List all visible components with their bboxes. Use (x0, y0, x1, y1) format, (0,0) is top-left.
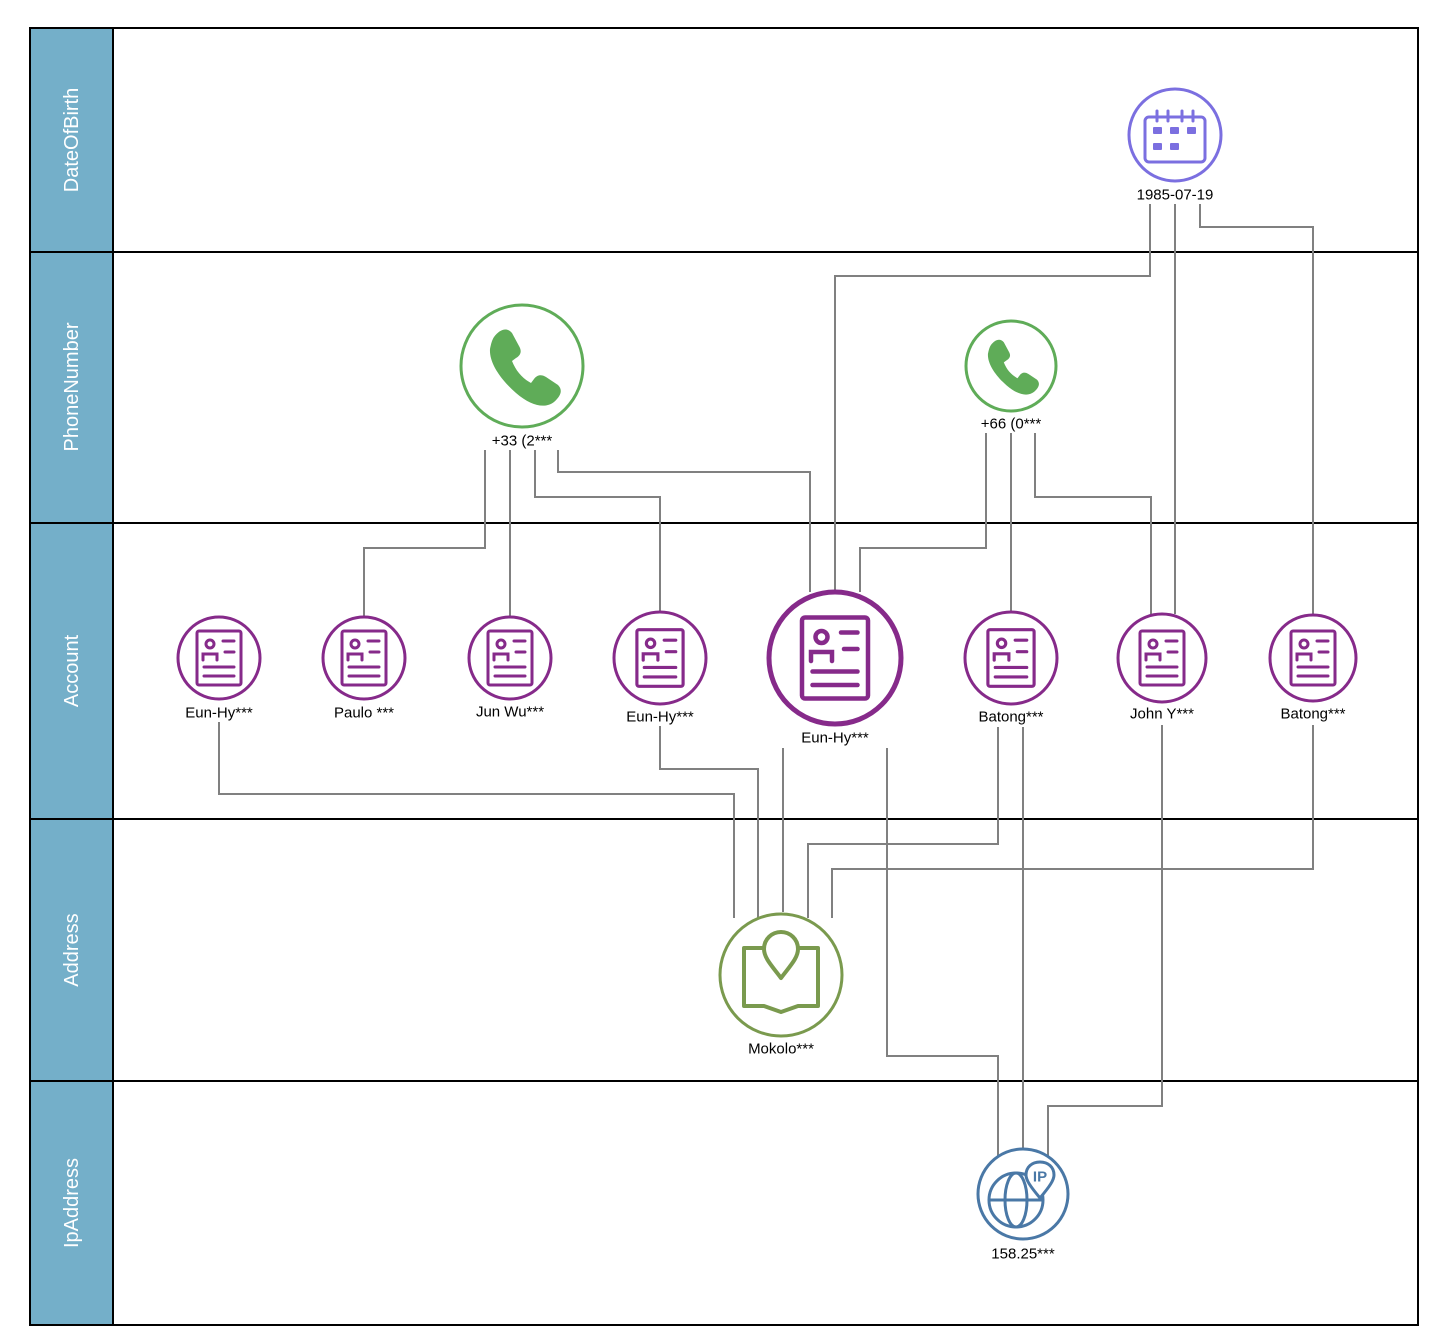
account-node-6[interactable]: Batong*** (963, 610, 1059, 726)
edge-ph1-acc5 (557, 450, 811, 592)
lane-header-dob (29, 27, 114, 253)
phone-node-1-circle (459, 303, 585, 429)
account-node-7-label: John Y*** (1130, 706, 1194, 723)
edges (218, 204, 1314, 1156)
edge-acc1-addr1 (218, 722, 735, 918)
account-card-icon (486, 629, 534, 687)
account-card-icon (799, 615, 871, 701)
ip-node-label: 158.25*** (991, 1246, 1055, 1263)
account-card-icon (195, 629, 243, 687)
phone-node-2-label: +66 (0*** (981, 416, 1042, 433)
edge-acc4-addr1 (659, 726, 759, 918)
account-node-8-label: Batong*** (1280, 706, 1345, 723)
edge-ph1-acc4 (534, 450, 661, 612)
account-card-icon (1289, 629, 1337, 687)
lane-label-address: Address (61, 913, 83, 986)
lane-header-phone (29, 251, 114, 524)
account-node-1[interactable]: Eun-Hy*** (176, 615, 262, 722)
outer-border (29, 27, 1419, 1326)
account-node-1-circle (176, 615, 262, 701)
account-node-8[interactable]: Batong*** (1268, 613, 1358, 724)
lane-label-phone: PhoneNumber (61, 322, 83, 451)
edge-ph2-acc7 (1034, 432, 1152, 614)
edge-ph2-acc5 (859, 432, 987, 592)
account-node-3[interactable]: Jun Wu*** (467, 615, 553, 722)
edge-dob1-acc8 (1199, 204, 1314, 614)
phone-icon (489, 329, 561, 406)
phone-node-1-label: +33 (2*** (492, 433, 553, 450)
lane-label-account: Account (61, 634, 83, 707)
edge-acc5-ip1 (886, 748, 999, 1156)
account-node-2-circle (321, 615, 407, 701)
account-node-3-circle (467, 615, 553, 701)
account-node-6-circle (963, 610, 1059, 706)
account-node-3-label: Jun Wu*** (476, 704, 544, 721)
phone-node-1[interactable]: +33 (2*** (459, 303, 585, 450)
edge-acc7-ip1 (1047, 725, 1163, 1156)
phone-icon (987, 339, 1039, 395)
account-node-5-label: Eun-Hy*** (801, 730, 869, 747)
phone-node-2-circle (964, 319, 1058, 413)
date-node-circle (1127, 87, 1223, 183)
edge-acc8-addr1 (831, 725, 1314, 918)
address-node[interactable]: Mokolo*** (718, 912, 844, 1059)
calendar-icon (1143, 109, 1207, 164)
account-node-5[interactable]: Eun-Hy*** (766, 589, 904, 747)
date-node[interactable]: 1985-07-19 (1127, 87, 1223, 204)
lane-headers: DateOfBirth PhoneNumber Account Address … (29, 27, 114, 1326)
ip-node[interactable]: IP 158.25*** (976, 1147, 1070, 1263)
account-node-4-label: Eun-Hy*** (626, 709, 694, 726)
ip-globe-icon (987, 1160, 1056, 1229)
lane-header-address (29, 818, 114, 1082)
edge-ph1-acc2 (363, 450, 486, 617)
nodes: 1985-07-19 +33 (2*** +66 (0*** (176, 87, 1358, 1263)
account-node-7-circle (1116, 612, 1208, 704)
lane-borders (29, 27, 1419, 1326)
account-card-icon (635, 628, 685, 688)
account-card-icon (1138, 629, 1186, 687)
edge-acc6-addr1 (807, 727, 999, 918)
account-node-4-circle (612, 610, 708, 706)
address-node-label: Mokolo*** (748, 1041, 814, 1058)
date-node-label: 1985-07-19 (1137, 187, 1214, 204)
account-card-icon (986, 628, 1036, 688)
lane-label-dob: DateOfBirth (61, 88, 83, 192)
account-node-1-label: Eun-Hy*** (185, 705, 253, 722)
map-pin-icon (742, 930, 820, 1014)
account-card-icon (340, 629, 388, 687)
account-node-4[interactable]: Eun-Hy*** (612, 610, 708, 726)
phone-node-2[interactable]: +66 (0*** (964, 319, 1058, 433)
edge-dob1-acc5 (834, 204, 1151, 592)
account-node-8-circle (1268, 613, 1358, 703)
account-node-6-label: Batong*** (978, 709, 1043, 726)
account-node-2-label: Paulo *** (334, 705, 394, 722)
account-node-7[interactable]: John Y*** (1116, 612, 1208, 724)
lane-label-ip: IpAddress (61, 1158, 83, 1248)
ip-icon-badge: IP (1033, 1169, 1047, 1186)
account-node-5-circle (766, 589, 904, 727)
account-node-2[interactable]: Paulo *** (321, 615, 407, 722)
